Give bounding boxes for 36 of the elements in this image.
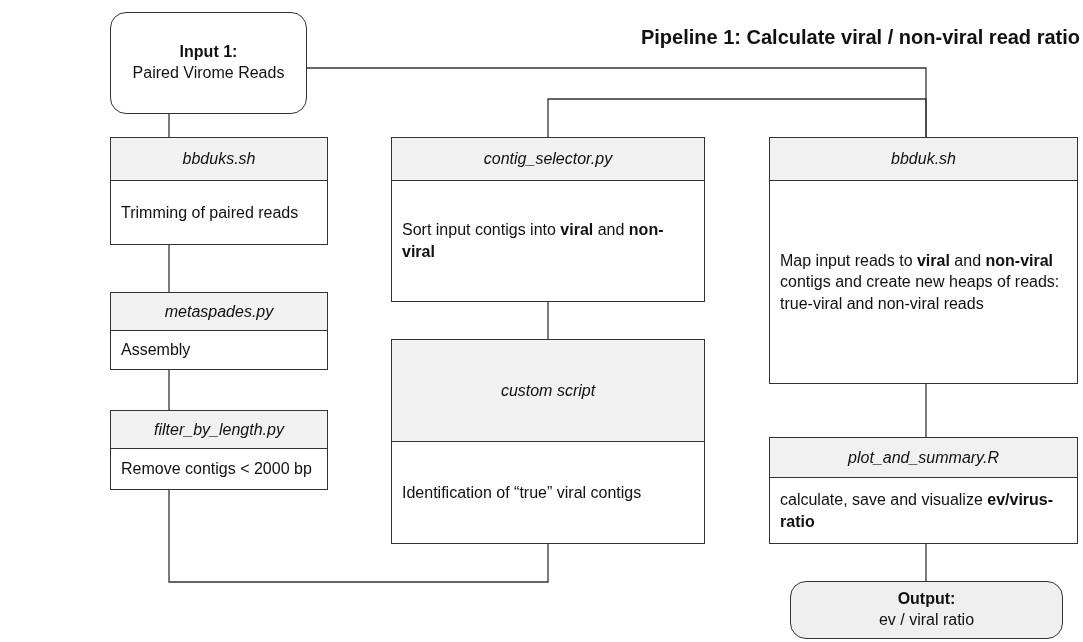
connector-line (925, 383, 927, 438)
step-description: Sort input contigs into viral and non-viral (402, 220, 665, 262)
tool-header: filter_by_length.py (111, 411, 327, 449)
connector-line (547, 301, 549, 340)
terminal-box (110, 12, 307, 114)
terminal-box (790, 581, 1063, 639)
terminal-text: ev / viral ratio (878, 610, 975, 630)
tool-header: plot_and_summary.R (770, 438, 1077, 478)
tool-header: bbduk.sh (770, 138, 1077, 181)
tool-header: contig_selector.py (392, 138, 704, 181)
connector-line (168, 244, 170, 293)
step-description: calculate, save and visualize ev/virus-ratio (780, 489, 1055, 532)
step-description: Identification of “true” viral contigs (402, 482, 642, 503)
process-box (110, 292, 328, 370)
step-description: Trimming of paired reads (121, 202, 299, 223)
connector-line (168, 489, 549, 583)
tool-header: custom script (392, 340, 704, 442)
process-box (391, 137, 705, 302)
terminal-text: Paired Virome Reads (132, 63, 285, 83)
diagram-title: Pipeline 1: Calculate viral / non-viral read ratio (639, 25, 1080, 50)
step-description: Remove contigs < 2000 bp (121, 459, 312, 480)
step-description: Map input reads to viral and non-viral contigs and create new heaps of reads: true-viral and non-viral reads (780, 250, 1061, 314)
tool-header: bbduks.sh (111, 138, 327, 181)
process-box (769, 437, 1078, 544)
tool-header: metaspades.py (111, 293, 327, 331)
connector-line (168, 369, 170, 411)
connector-line (168, 113, 170, 138)
step-description: Assembly (121, 340, 191, 361)
connector-line (925, 543, 927, 582)
terminal-heading: Input 1: (179, 42, 238, 63)
process-box (391, 339, 705, 544)
process-box (110, 137, 328, 245)
connector-line (547, 98, 927, 138)
process-box (769, 137, 1078, 384)
process-box (110, 410, 328, 490)
terminal-heading: Output: (897, 589, 956, 610)
